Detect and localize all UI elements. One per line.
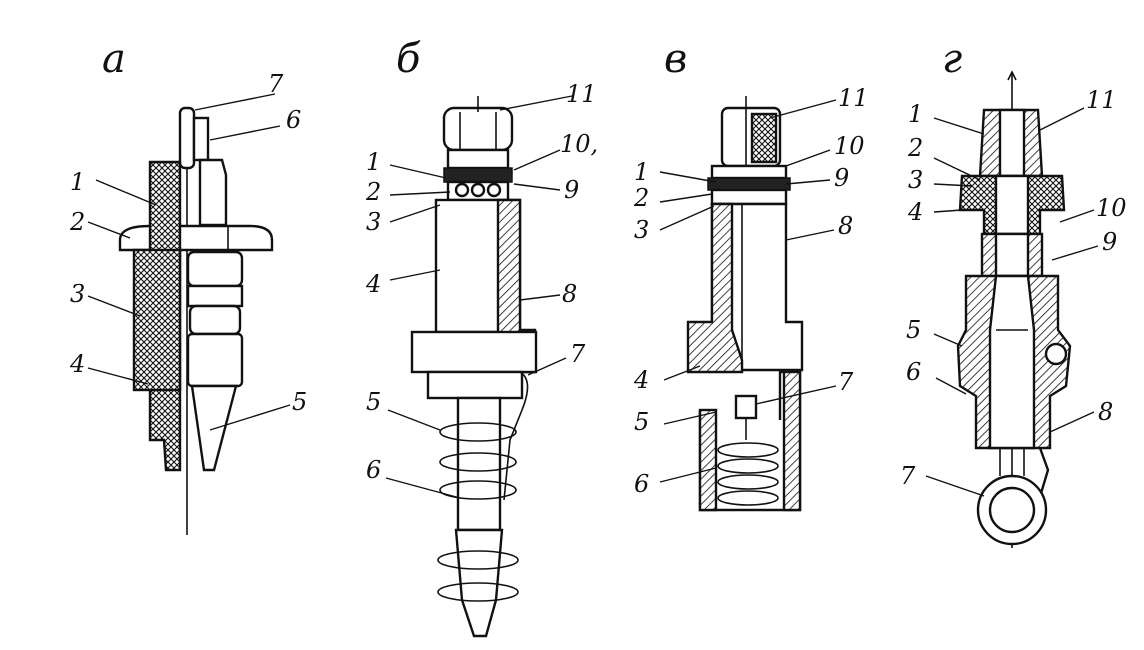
callout-a-5: 5 xyxy=(292,388,307,416)
panel-a: а 7 6 1 2 3 4 5 xyxy=(69,36,307,535)
callout-a-7: 7 xyxy=(268,70,284,98)
callout-b-5: 5 xyxy=(366,388,381,416)
callout-a-6: 6 xyxy=(286,106,301,134)
callout-g-11: 11 xyxy=(1086,86,1117,114)
callout-a-1: 1 xyxy=(70,168,85,196)
callout-v-1: 1 xyxy=(634,158,649,186)
callout-b-2: 2 xyxy=(365,178,381,206)
callout-g-1: 1 xyxy=(908,100,923,128)
callout-v-3: 3 xyxy=(634,216,649,244)
callout-g-6: 6 xyxy=(906,358,921,386)
callout-v-11: 11 xyxy=(838,84,869,112)
callout-b-7: 7 xyxy=(570,340,586,368)
panel-v: в 11 10 xyxy=(633,36,869,512)
panel-g-letter: г xyxy=(942,36,962,82)
callout-b-9: 9 xyxy=(564,176,579,204)
callout-g-10: 10 xyxy=(1096,194,1127,222)
callout-g-7: 7 xyxy=(900,462,916,490)
callout-g-9: 9 xyxy=(1102,228,1117,256)
callout-v-7: 7 xyxy=(838,368,854,396)
callout-g-3: 3 xyxy=(908,166,923,194)
panel-v-letter: в xyxy=(664,36,687,82)
callout-a-4: 4 xyxy=(69,350,85,378)
callout-v-2: 2 xyxy=(633,184,649,212)
callout-v-4: 4 xyxy=(633,366,649,394)
callout-b-8: 8 xyxy=(562,280,577,308)
callout-b-11: 11 xyxy=(566,80,597,108)
callout-b-10: 10, xyxy=(560,130,598,158)
panel-b: б xyxy=(365,36,598,638)
panel-b-letter: б xyxy=(396,36,421,82)
callout-a-2: 2 xyxy=(69,208,85,236)
callout-g-2: 2 xyxy=(907,134,923,162)
callout-b-1: 1 xyxy=(366,148,381,176)
callout-v-8: 8 xyxy=(838,212,853,240)
callout-g-4: 4 xyxy=(907,198,923,226)
callout-v-9: 9 xyxy=(834,164,849,192)
callout-v-10: 10 xyxy=(834,132,865,160)
callout-b-3: 3 xyxy=(366,208,381,236)
callout-b-6: 6 xyxy=(366,456,381,484)
panel-a-letter: а xyxy=(102,36,126,82)
callout-a-3: 3 xyxy=(70,280,85,308)
callout-g-5: 5 xyxy=(906,316,921,344)
callout-g-8: 8 xyxy=(1098,398,1113,426)
panel-g: г 1 11 2 3 xyxy=(900,36,1127,548)
callout-v-6: 6 xyxy=(634,470,649,498)
callout-b-4: 4 xyxy=(365,270,381,298)
callout-v-5: 5 xyxy=(634,408,649,436)
